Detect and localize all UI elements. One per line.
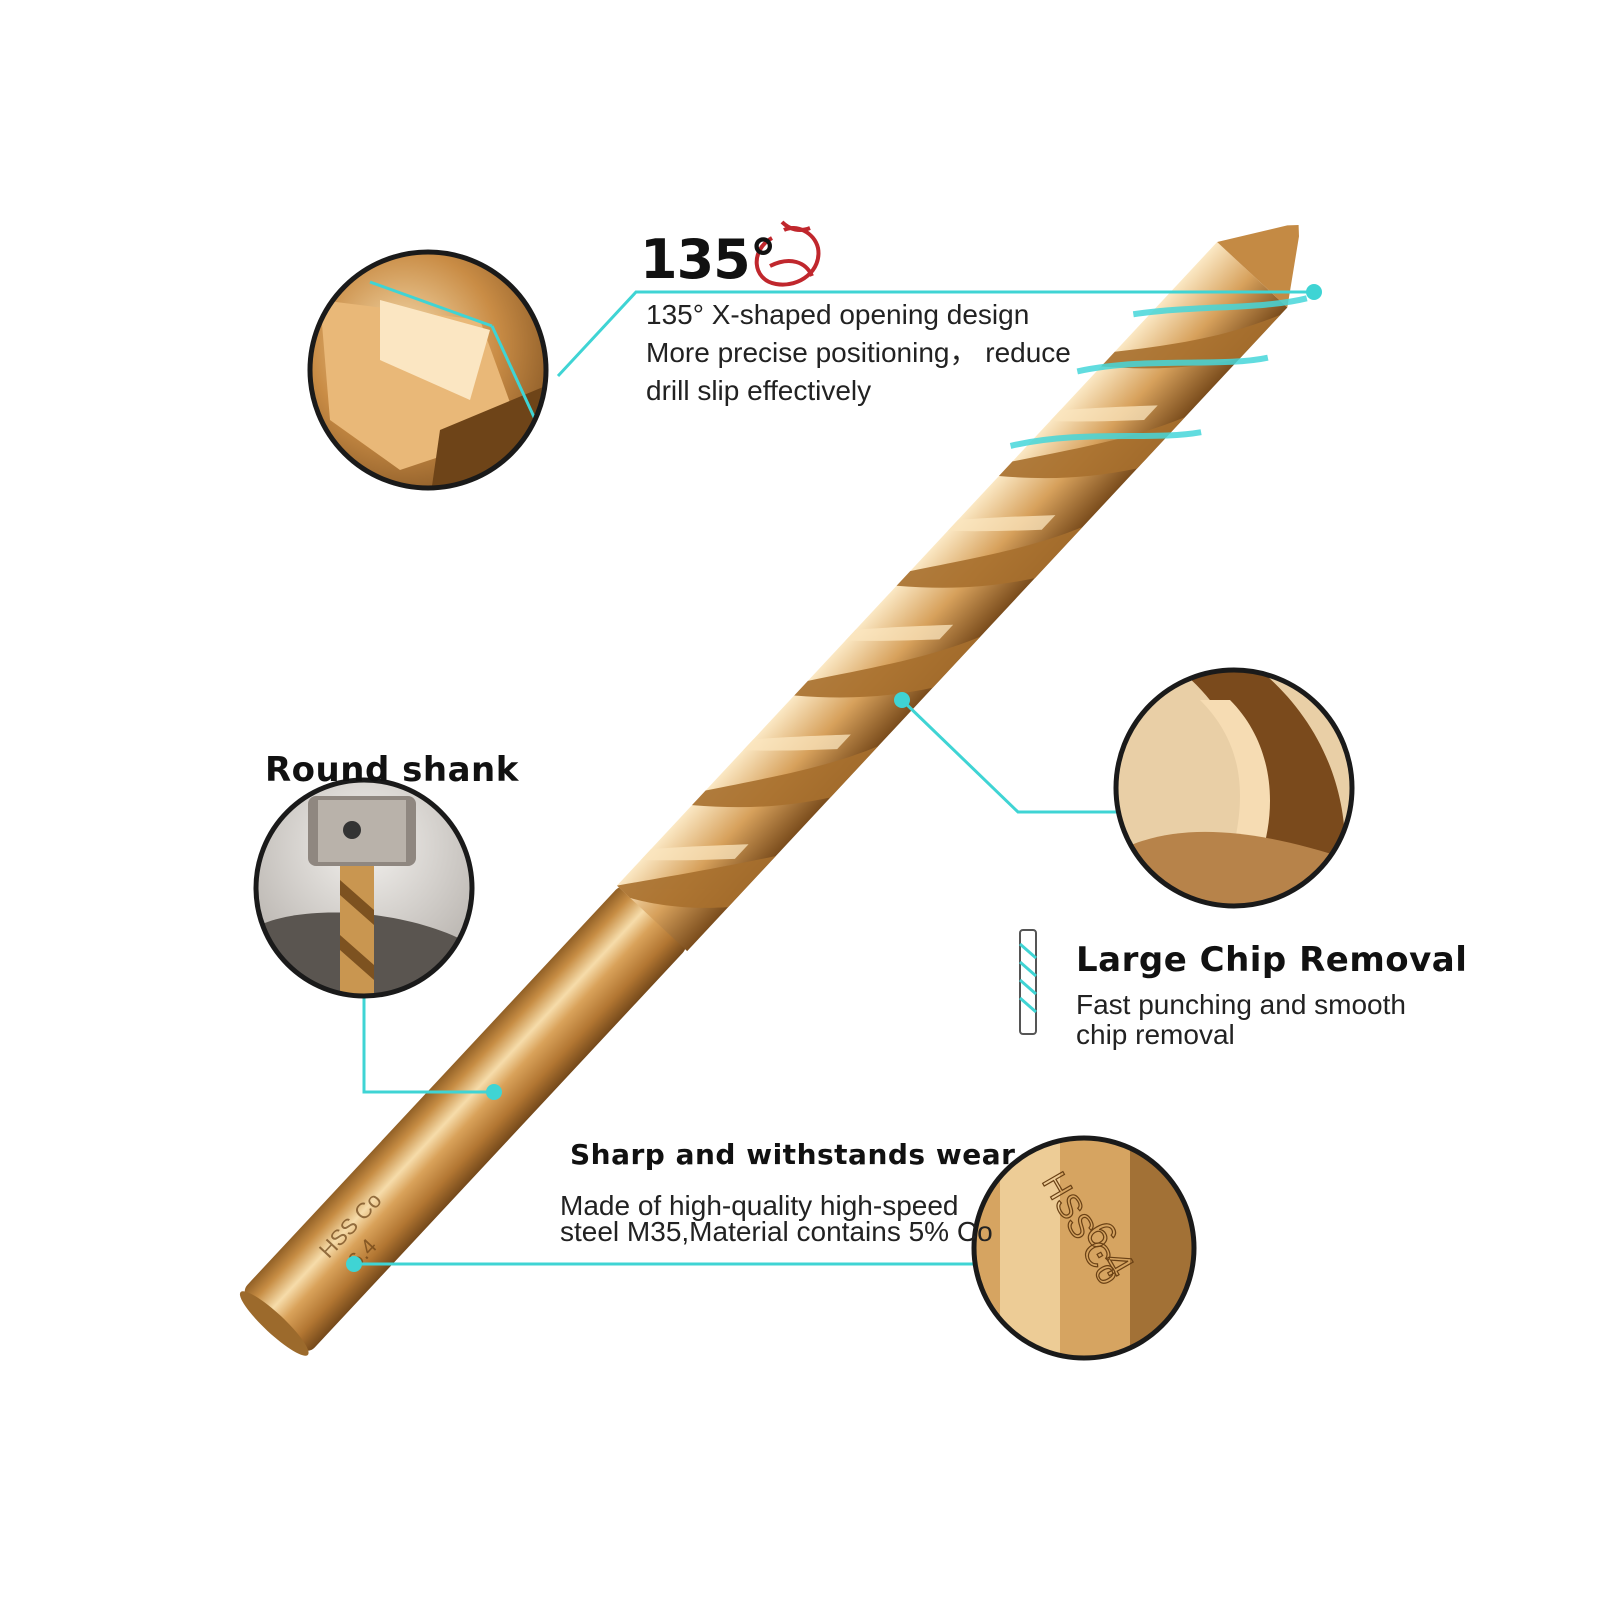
- callout-dots: [346, 284, 1322, 1272]
- angle-feature-title: 135°: [640, 228, 777, 291]
- angle-feature-line-1: 135° X-shaped opening design: [646, 299, 1030, 330]
- drill-bit: HSS Co 6.4: [239, 225, 1308, 1356]
- shank-feature-title: Round shank: [265, 750, 519, 790]
- angle-feature-line-2: More precise positioning， reduce: [646, 337, 1071, 368]
- shank-closeup-bubble: [253, 777, 475, 999]
- tip-closeup-bubble: [307, 249, 549, 491]
- drill-angle-icon: [754, 220, 821, 287]
- chip-feature-title: Large Chip Removal: [1076, 940, 1468, 980]
- wear-feature-title: Sharp and withstands wear: [570, 1138, 1016, 1171]
- chip-feature-line-1: Fast punching and smooth: [1076, 989, 1406, 1020]
- wear-feature-line-2: steel M35,Material contains 5% Co: [560, 1216, 993, 1247]
- callout-lines: [354, 290, 1314, 1266]
- drill-bit-icon: [1019, 929, 1037, 1035]
- angle-feature-line-3: drill slip effectively: [646, 375, 872, 406]
- wear-feature-line-1: Made of high-quality high-speed: [560, 1190, 959, 1221]
- engraving-closeup-bubble: HSS Co 6.4: [971, 1135, 1197, 1361]
- chip-feature-line-2: chip removal: [1076, 1019, 1235, 1050]
- flute-closeup-bubble: [1113, 667, 1355, 909]
